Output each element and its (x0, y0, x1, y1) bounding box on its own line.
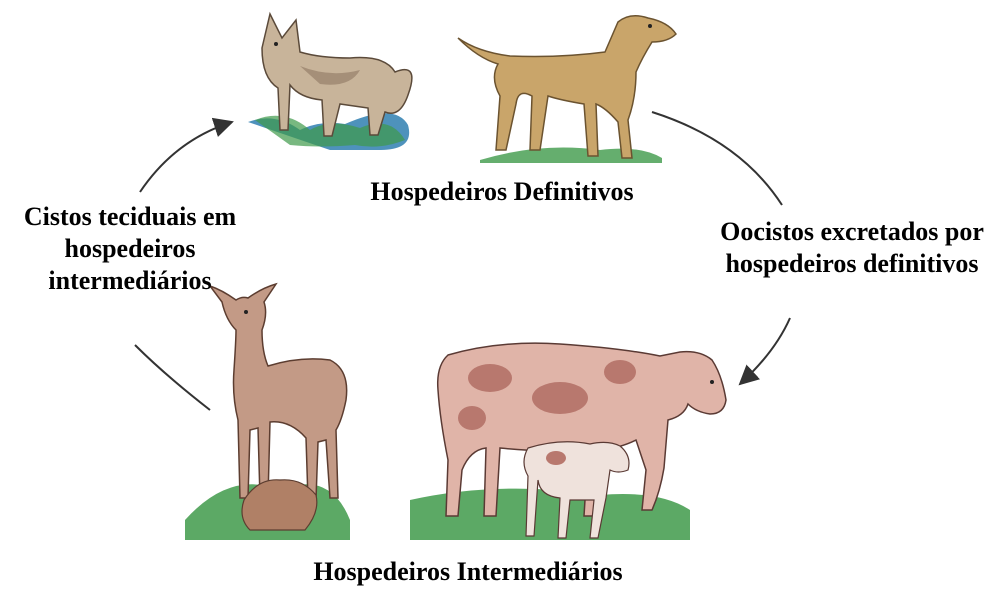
oocysts-line-2: hospedeiros definitivos (702, 248, 1002, 280)
tissue-cysts-line-3: intermediários (4, 265, 256, 297)
intermediate-hosts-label: Hospedeiros Intermediários (298, 556, 638, 588)
arrow-definitive-to-oocysts (652, 112, 782, 205)
tissue-cysts-label: Cistos teciduais em hospedeiros intermed… (4, 201, 256, 297)
deer-illustration (185, 284, 350, 540)
dog-illustration (458, 16, 676, 163)
arrow-intermediate-to-cysts (135, 345, 210, 410)
arrow-cysts-to-definitive (140, 122, 232, 192)
oocysts-line-1: Oocistos excretados por (702, 216, 1002, 248)
fox-illustration (248, 14, 412, 150)
arrow-oocysts-to-intermediate (740, 318, 790, 384)
cow-illustration (410, 343, 726, 540)
tissue-cysts-line-2: hospedeiros (4, 233, 256, 265)
definitive-hosts-label: Hospedeiros Definitivos (352, 176, 652, 208)
tissue-cysts-line-1: Cistos teciduais em (4, 201, 256, 233)
oocysts-label: Oocistos excretados por hospedeiros defi… (702, 216, 1002, 280)
